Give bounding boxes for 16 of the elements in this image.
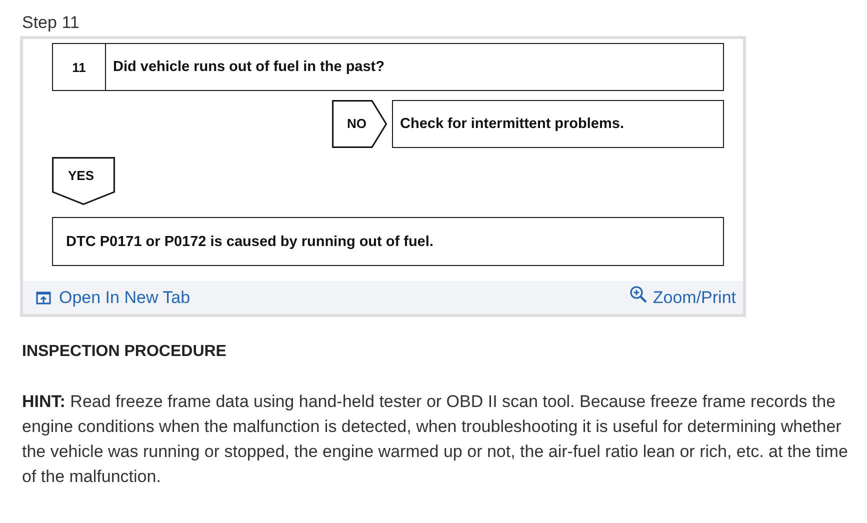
branch-label: YES [68,168,94,183]
branch-arrow-tag [52,157,115,205]
zoom-print-link: Zoom/Print [630,287,736,309]
result-box [52,217,724,266]
question-text: Did vehicle runs out of fuel in the past? [112,58,384,77]
section-heading: INSPECTION PROCEDURE [22,342,226,362]
branch-label: NO [347,116,366,131]
hint-paragraph: HINT: Read freeze frame data using hand-held tester or OBD II scan tool. Because freeze frame records the engine conditions when the malfunction is detected, when troubleshooting it is useful for determining whether the vehicle was running or stopped, the engine warmed up or not, the air-fuel ratio lean or rich, etc. at the time of the malfunction. [22,391,849,488]
question-box [52,43,724,91]
result-box [392,100,724,148]
result-text: Check for intermittent problems. [400,116,624,132]
open-in-new-tab-link: Open In New Tab [36,287,190,309]
branch-arrow-tag [332,100,387,148]
step-number: 11 [53,44,106,90]
result-text: DTC P0171 or P0172 is caused by running out of fuel. [66,234,434,250]
step-heading: Step 11 [22,12,80,34]
